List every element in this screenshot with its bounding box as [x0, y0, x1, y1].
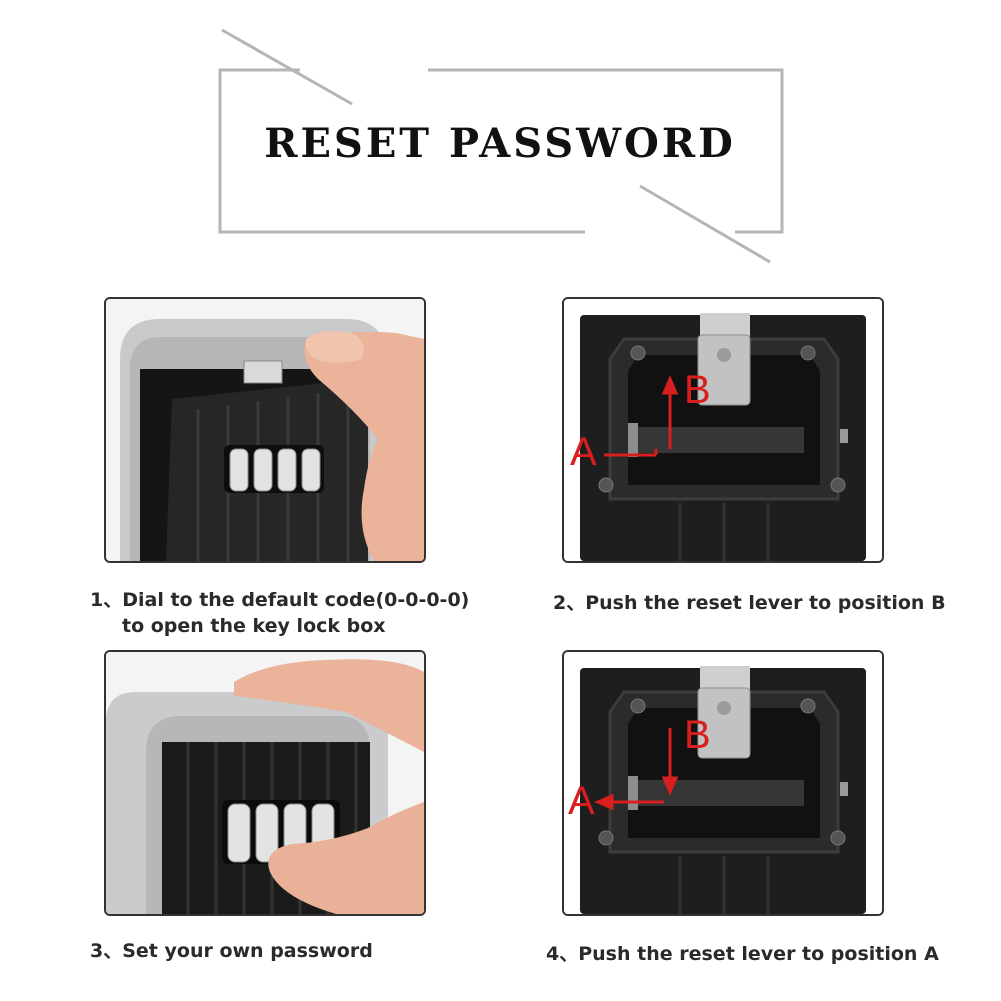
marker-a: A — [570, 430, 597, 474]
step-3-photo — [104, 650, 426, 916]
marker-a: A — [568, 779, 595, 823]
step-2-number: 2、 — [553, 592, 586, 614]
step-1-text-line2: to open the key lock box — [122, 615, 386, 637]
step-4-photo: B A — [562, 650, 884, 916]
step-3-caption: 3、Set your own password — [90, 938, 373, 964]
title-frame — [218, 28, 784, 264]
step-2-caption: 2、Push the reset lever to position B — [553, 590, 946, 616]
step-4-caption: 4、Push the reset lever to position A — [546, 941, 939, 967]
step-2-photo: B A — [562, 297, 884, 563]
step-3-number: 3、 — [90, 940, 123, 962]
step-1-number: 1、 — [90, 589, 123, 611]
step-1-caption: 1、Dial to the default code(0-0-0-0) to o… — [90, 587, 469, 639]
step-1-text: Dial to the default code(0-0-0-0) — [122, 589, 470, 611]
marker-b: B — [684, 368, 711, 412]
step-4-number: 4、 — [546, 943, 579, 965]
step-3-text: Set your own password — [122, 940, 373, 962]
marker-b: B — [684, 713, 711, 757]
step-1-photo — [104, 297, 426, 563]
step-4-text: Push the reset lever to position A — [578, 943, 939, 965]
page-title: RESET PASSWORD — [264, 120, 736, 167]
step-2-text: Push the reset lever to position B — [585, 592, 946, 614]
